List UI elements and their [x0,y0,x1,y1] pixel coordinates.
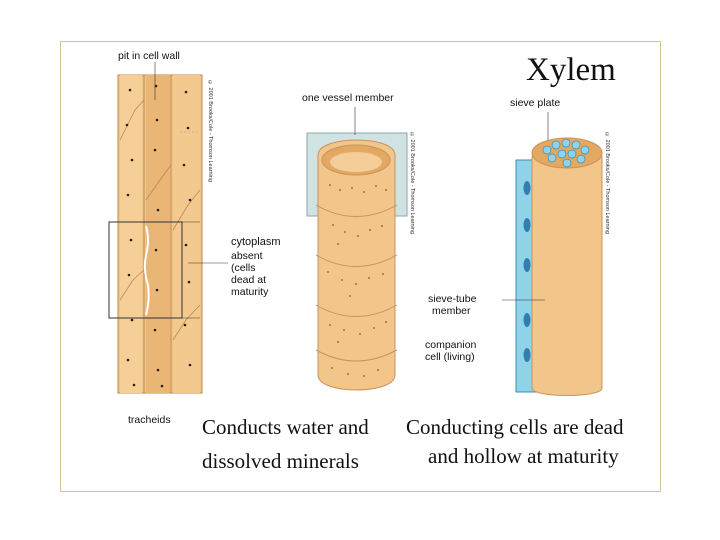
label-sieve-tube-1: sieve-tube [428,293,477,305]
label-absent-3: dead at [231,274,267,286]
copyright-middle: © 2001 Brooks/Cole - Thomson Learning [409,132,415,234]
label-absent-4: maturity [231,286,269,298]
label-sieve-plate: sieve plate [510,97,561,109]
tracheids-illustration [108,62,228,394]
label-absent-2: (cells [231,262,256,274]
page-title: Xylem [526,52,616,88]
label-sieve-tube-2: member [432,305,471,317]
label-absent-1: absent [231,250,263,262]
label-tracheids: tracheids [128,414,171,426]
vessel-member-illustration [306,107,408,391]
label-companion-1: companion [425,339,477,351]
label-cytoplasm: cytoplasm [231,236,281,248]
caption-left-line1: Conducts water and [202,415,369,439]
slide-frame [60,41,661,492]
label-companion-2: cell (living) [425,351,475,363]
caption-right-line2: and hollow at maturity [428,444,619,468]
caption-right-line1: Conducting cells are dead [406,415,624,439]
label-one-vessel-member: one vessel member [302,92,394,104]
sieve-tube-illustration [502,112,603,396]
copyright-right: © 2001 Brooks/Cole - Thomson Learning [604,132,610,234]
copyright-left: © 2001 Brooks/Cole - Thomson Learning [207,80,213,182]
label-pit-in-cell-wall: pit in cell wall [118,50,180,62]
caption-left-line2: dissolved minerals [202,449,359,473]
